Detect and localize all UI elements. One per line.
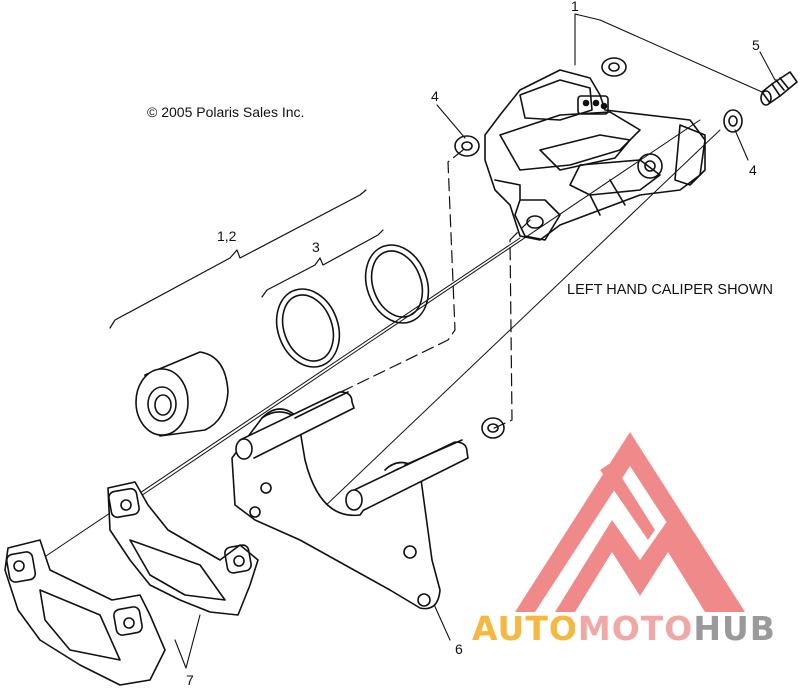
callout-1-2: 1,2: [217, 228, 237, 244]
dashed-alignment-lines: [241, 149, 531, 441]
watermark-text: AUTOMOTOHUB: [472, 609, 776, 648]
caliper-body: [484, 69, 706, 241]
bleeder-screw: [760, 71, 798, 106]
callout-3: 3: [312, 239, 320, 255]
leader-lines: [174, 13, 776, 669]
washers: [454, 57, 743, 439]
watermark-moto: MOTO: [577, 609, 694, 648]
brake-pads: [4, 481, 259, 686]
caption-text: LEFT HAND CALIPER SHOWN: [567, 282, 773, 298]
piston: [135, 351, 229, 437]
watermark-hub: HUB: [693, 609, 776, 648]
guide-pins: [235, 391, 469, 511]
piston-seals: [275, 244, 430, 368]
callout-1: 1: [571, 0, 579, 14]
callout-5: 5: [752, 37, 760, 53]
watermark-logo-icon: [515, 432, 745, 612]
callout-6: 6: [455, 641, 463, 657]
callout-7: 7: [186, 672, 194, 688]
watermark-auto: AUTO: [472, 609, 578, 648]
copyright-text: © 2005 Polaris Sales Inc.: [147, 104, 305, 120]
callout-4-right: 4: [749, 162, 757, 178]
callout-braces: [109, 189, 384, 329]
callout-4-left: 4: [431, 88, 439, 104]
